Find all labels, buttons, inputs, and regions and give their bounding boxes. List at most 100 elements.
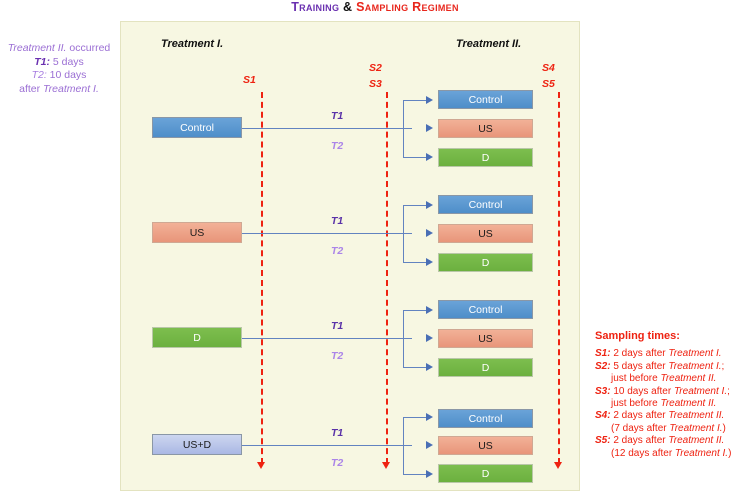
left-note-line-1: Treatment II. occurred — [2, 42, 116, 56]
time-label-t2-group-3: T2 — [331, 350, 344, 362]
treatment2-box-control-group-3[interactable]: Control — [438, 300, 533, 319]
arrowhead-mid-group-1 — [426, 124, 433, 132]
legend-sub-s3-b: Treatment II. — [660, 398, 717, 410]
arrowhead-top-group-3 — [426, 306, 433, 314]
treatment2-box-control-group-4[interactable]: Control — [438, 409, 533, 428]
legend-subrow-s2: just before Treatment II. — [595, 373, 750, 385]
connector-branch-group-2 — [403, 205, 404, 262]
left-note: Treatment II. occurred T1: 5 days T2: 10… — [2, 42, 116, 96]
sampling-label-s4: S4 — [542, 62, 555, 74]
sampling-times-legend: Sampling times: S1: 2 days after Treatme… — [595, 330, 750, 460]
left-note-after: after — [19, 82, 44, 95]
legend-text-s4-a: 2 days after — [610, 410, 669, 422]
connector-branch-group-4 — [403, 417, 404, 474]
treatment1-box-group-4[interactable]: US+D — [152, 434, 242, 455]
legend-sub-s5-b: Treatment I. — [674, 447, 729, 459]
sampling-label-s1: S1 — [243, 74, 256, 86]
treatment2-box-us-group-3[interactable]: US — [438, 329, 533, 348]
left-note-occurred: occurred — [66, 42, 111, 54]
treatment2-box-us-group-4[interactable]: US — [438, 436, 533, 455]
treatment2-box-d-group-3[interactable]: D — [438, 358, 533, 377]
time-label-t1-group-1: T1 — [331, 110, 344, 122]
arrowhead-top-group-4 — [426, 413, 433, 421]
legend-text-s2-a: 5 days after — [610, 360, 669, 372]
connector-top-group-3 — [403, 310, 427, 311]
legend-text-s1-b: Treatment I. — [668, 348, 722, 360]
treatment2-box-label: D — [481, 151, 490, 164]
left-note-line-2: T1: 5 days — [2, 56, 116, 70]
legend-subrow-s5: (12 days after Treatment I.) — [595, 448, 750, 460]
time-label-t1-group-3: T1 — [331, 320, 344, 332]
arrowhead-top-group-1 — [426, 96, 433, 104]
connector-main-group-1 — [242, 128, 412, 129]
connector-top-group-1 — [403, 100, 427, 101]
sampling-label-s2: S2 — [369, 62, 382, 74]
legend-sub-s2-a: just before — [611, 373, 661, 385]
time-label-t2-group-1: T2 — [331, 140, 344, 152]
connector-main-group-4 — [242, 445, 412, 446]
sampling-line-s4-s5-arrowhead — [554, 462, 562, 469]
left-note-t2-val: 10 days — [46, 69, 87, 81]
legend-sub-s4-b: Treatment I. — [669, 422, 723, 434]
legend-text-s3-c: ; — [727, 385, 730, 397]
arrowhead-mid-group-4 — [426, 441, 433, 449]
legend-row-s1: S1: 2 days after Treatment I. — [595, 348, 750, 360]
treatment2-box-d-group-4[interactable]: D — [438, 464, 533, 483]
treatment2-box-d-group-1[interactable]: D — [438, 148, 533, 167]
treatment2-box-control-group-1[interactable]: Control — [438, 90, 533, 109]
arrowhead-top-group-2 — [426, 201, 433, 209]
connector-bottom-group-1 — [403, 157, 427, 158]
legend-text-s2-b: Treatment I. — [668, 360, 722, 372]
legend-row-s2: S2: 5 days after Treatment I.; — [595, 361, 750, 373]
connector-branch-group-1 — [403, 100, 404, 157]
sampling-line-s1 — [261, 92, 263, 464]
treatment1-box-label-group-2: US — [189, 226, 205, 239]
arrowhead-mid-group-3 — [426, 334, 433, 342]
legend-row-s5: S5: 2 days after Treatment II. — [595, 435, 750, 447]
legend-sub-s4-c: ) — [722, 422, 726, 434]
legend-sub-s5-a: (12 days after — [611, 447, 675, 459]
legend-text-s3-b: Treatment I. — [673, 385, 728, 397]
connector-top-group-2 — [403, 205, 427, 206]
connector-top-group-4 — [403, 417, 427, 418]
time-label-t2-group-4: T2 — [331, 457, 344, 469]
legend-sub-s3-a: just before — [611, 398, 661, 410]
connector-branch-group-3 — [403, 310, 404, 367]
legend-text-s3-a: 10 days after — [610, 385, 674, 397]
legend-key-s2: S2: — [595, 360, 611, 372]
treatment2-box-us-group-2[interactable]: US — [438, 224, 533, 243]
treatment1-box-group-1[interactable]: Control — [152, 117, 242, 138]
legend-sub-s4-a: (7 days after — [611, 422, 670, 434]
legend-sub-s5-c: ) — [728, 447, 732, 459]
legend-key-s5: S5: — [595, 435, 611, 447]
treatment2-box-label: Control — [468, 93, 503, 106]
legend-subrow-s4: (7 days after Treatment I.) — [595, 423, 750, 435]
treatment2-box-label: D — [481, 361, 490, 374]
title-training: Training — [291, 0, 344, 14]
legend-text-s1-a: 2 days after — [610, 348, 669, 360]
legend-row-s3: S3: 10 days after Treatment I.; — [595, 386, 750, 398]
treatment1-box-group-2[interactable]: US — [152, 222, 242, 243]
connector-bottom-group-3 — [403, 367, 427, 368]
treatment2-box-label: US — [478, 122, 493, 135]
treatment2-box-label: US — [478, 332, 493, 345]
treatment2-box-d-group-2[interactable]: D — [438, 253, 533, 272]
treatment2-box-label: D — [481, 467, 490, 480]
page-title: Training & Sampling Regimen — [0, 0, 750, 14]
treatment2-box-label: D — [481, 256, 490, 269]
arrowhead-bottom-group-2 — [426, 258, 433, 266]
connector-main-group-3 — [242, 338, 412, 339]
treatment2-box-label: Control — [468, 412, 503, 425]
legend-title: Sampling times: — [595, 330, 680, 342]
left-note-t1-val: 5 days — [49, 55, 84, 68]
left-note-line-4: after Treatment I. — [2, 83, 116, 97]
treatment1-box-group-3[interactable]: D — [152, 327, 242, 348]
legend-text-s5-b: Treatment II. — [668, 435, 725, 447]
treatment1-box-label-group-3: D — [193, 331, 201, 344]
sampling-line-s2-s3 — [386, 92, 388, 464]
treatment2-box-us-group-1[interactable]: US — [438, 119, 533, 138]
legend-key-s4: S4: — [595, 410, 611, 422]
treatment2-box-control-group-2[interactable]: Control — [438, 195, 533, 214]
treatment1-box-label-group-1: Control — [180, 121, 214, 134]
